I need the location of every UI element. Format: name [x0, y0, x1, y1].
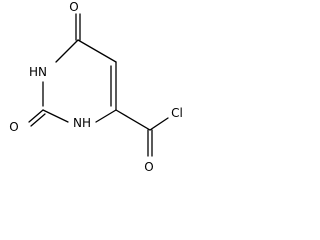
bond-c2-o-bottom-b [30, 113, 46, 127]
atom-o-acyl: O [144, 160, 153, 174]
bond-c6-c5 [77, 39, 117, 63]
molecule-drawing: O HN NH O O Cl [9, 0, 183, 174]
bond-cacyl-cl [149, 117, 169, 131]
atom-cl: Cl [171, 106, 183, 120]
bond-c4-cacyl [115, 109, 151, 131]
atom-o-bottom: O [9, 120, 18, 134]
bond-c2-n3 [42, 109, 69, 123]
structure-diagram: O HN NH O O Cl [0, 0, 192, 178]
atom-o-top: O [69, 0, 78, 14]
bond-c2-o-bottom-a [28, 109, 44, 123]
bond-c6-n1 [55, 39, 79, 63]
atom-nh-bottom: NH [73, 116, 91, 130]
atom-nh-top: HN [29, 65, 47, 79]
bond-n3-c4 [95, 109, 117, 123]
